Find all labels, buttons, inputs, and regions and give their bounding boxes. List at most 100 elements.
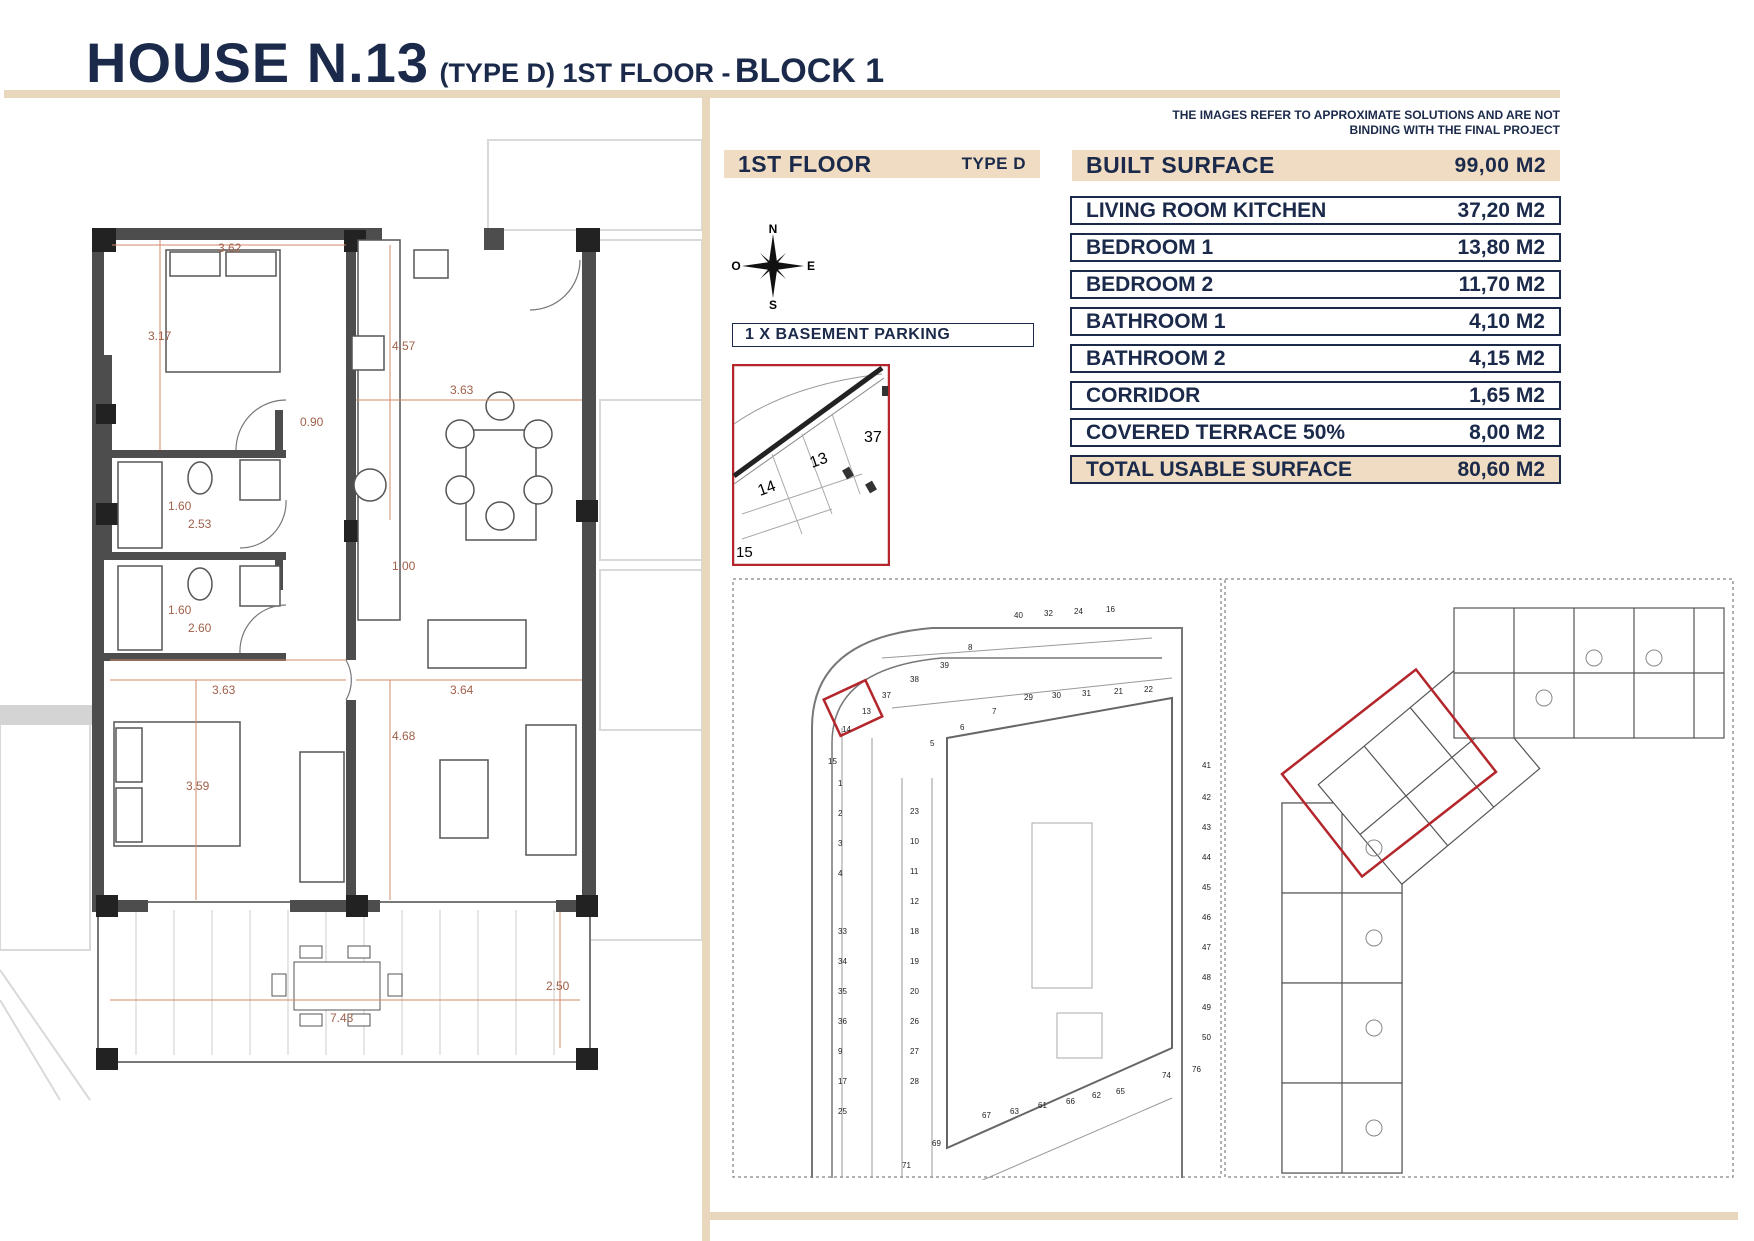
dim-label: 0.90 <box>300 415 324 429</box>
vertical-rule <box>702 98 710 1241</box>
svg-text:14: 14 <box>842 725 851 734</box>
svg-text:62: 62 <box>1092 1091 1101 1100</box>
svg-text:16: 16 <box>1106 605 1115 614</box>
surface-value: 4,15 M2 <box>1469 346 1545 370</box>
svg-text:4: 4 <box>838 869 843 878</box>
svg-text:27: 27 <box>910 1047 919 1056</box>
svg-text:39: 39 <box>940 661 949 670</box>
svg-text:3: 3 <box>838 839 843 848</box>
svg-text:47: 47 <box>1202 943 1211 952</box>
surface-row: COVERED TERRACE 50% 8,00 M2 <box>1070 418 1561 447</box>
svg-text:28: 28 <box>910 1077 919 1086</box>
svg-text:11: 11 <box>910 867 919 876</box>
svg-text:76: 76 <box>1192 1065 1201 1074</box>
svg-text:19: 19 <box>910 957 919 966</box>
svg-text:38: 38 <box>910 675 919 684</box>
svg-text:32: 32 <box>1044 609 1053 618</box>
svg-text:42: 42 <box>1202 793 1211 802</box>
dim-label: 2.50 <box>546 979 570 993</box>
compass-n: N <box>769 222 778 236</box>
dim-label: 3.62 <box>218 241 242 255</box>
parking-inset: 13 14 15 37 <box>732 364 890 566</box>
surface-label: LIVING ROOM KITCHEN <box>1086 198 1327 222</box>
svg-text:63: 63 <box>1010 1107 1019 1116</box>
svg-text:10: 10 <box>910 837 919 846</box>
apartment-floor-plan: 3.62 3.17 4.57 3.63 0.90 1.60 2.53 1.00 … <box>0 139 702 1101</box>
disclaimer-line-2: BINDING WITH THE FINAL PROJECT <box>1349 123 1560 137</box>
svg-text:6: 6 <box>960 723 965 732</box>
inset-spot-13: 13 <box>808 450 831 472</box>
title-type: (TYPE D) 1ST FLOOR - <box>439 58 731 88</box>
parking-label: 1 X BASEMENT PARKING <box>745 326 951 343</box>
svg-text:71: 71 <box>902 1161 911 1170</box>
svg-text:23: 23 <box>910 807 919 816</box>
svg-text:25: 25 <box>838 1107 847 1116</box>
built-surface-value: 99,00 M2 <box>1454 153 1546 177</box>
svg-text:26: 26 <box>910 1017 919 1026</box>
dim-label: 2.60 <box>188 621 212 635</box>
inset-spot-37: 37 <box>864 429 882 446</box>
svg-text:44: 44 <box>1202 853 1211 862</box>
svg-text:41: 41 <box>1202 761 1211 770</box>
surface-label: BEDROOM 2 <box>1086 272 1214 296</box>
surface-label: BATHROOM 2 <box>1086 346 1226 370</box>
total-surface-label: TOTAL USABLE SURFACE <box>1086 457 1353 481</box>
dim-label: 1.00 <box>392 559 416 573</box>
surface-value: 4,10 M2 <box>1469 309 1545 333</box>
svg-text:45: 45 <box>1202 883 1211 892</box>
inset-spot-15: 15 <box>736 544 753 561</box>
dim-label: 1.60 <box>168 499 192 513</box>
bottom-rule <box>710 1212 1738 1220</box>
surface-row: CORRIDOR 1,65 M2 <box>1070 381 1561 410</box>
disclaimer-line-1: THE IMAGES REFER TO APPROXIMATE SOLUTION… <box>1172 108 1560 122</box>
svg-text:18: 18 <box>910 927 919 936</box>
top-rule <box>4 90 1560 98</box>
compass-rose-icon: N E S O <box>731 222 815 310</box>
svg-text:36: 36 <box>838 1017 847 1026</box>
surface-value: 8,00 M2 <box>1469 420 1545 444</box>
dim-label: 2.53 <box>188 517 212 531</box>
dim-label: 7.43 <box>330 1011 354 1025</box>
disclaimer-note: THE IMAGES REFER TO APPROXIMATE SOLUTION… <box>1160 108 1560 138</box>
dim-label: 4.57 <box>392 339 416 353</box>
dim-label: 3.64 <box>450 683 474 697</box>
svg-text:13: 13 <box>862 707 871 716</box>
svg-text:21: 21 <box>1114 687 1123 696</box>
svg-text:30: 30 <box>1052 691 1061 700</box>
dim-label: 3.63 <box>450 383 474 397</box>
svg-text:67: 67 <box>982 1111 991 1120</box>
svg-text:37: 37 <box>882 691 891 700</box>
floor-label: 1ST FLOOR <box>738 150 872 177</box>
svg-text:46: 46 <box>1202 913 1211 922</box>
floor-header: 1ST FLOOR TYPE D <box>724 150 1040 178</box>
svg-text:43: 43 <box>1202 823 1211 832</box>
surface-value: 1,65 M2 <box>1469 383 1545 407</box>
surface-value: 37,20 M2 <box>1457 198 1545 222</box>
svg-text:50: 50 <box>1202 1033 1211 1042</box>
svg-text:22: 22 <box>1144 685 1153 694</box>
svg-text:65: 65 <box>1116 1087 1125 1096</box>
svg-text:40: 40 <box>1014 611 1023 620</box>
surface-row: BATHROOM 2 4,15 M2 <box>1070 344 1561 373</box>
svg-text:34: 34 <box>838 957 847 966</box>
surface-label: BEDROOM 1 <box>1086 235 1214 259</box>
dim-label: 3.17 <box>148 329 172 343</box>
svg-text:61: 61 <box>1038 1101 1047 1110</box>
svg-text:9: 9 <box>838 1047 843 1056</box>
surface-label: CORRIDOR <box>1086 383 1201 407</box>
svg-text:2: 2 <box>838 809 843 818</box>
block-site-plan <box>1224 578 1734 1178</box>
inset-spot-14: 14 <box>756 478 779 500</box>
compass-e: E <box>807 259 815 273</box>
surface-label: COVERED TERRACE 50% <box>1086 420 1346 444</box>
svg-text:20: 20 <box>910 987 919 996</box>
dim-label: 4.68 <box>392 729 416 743</box>
svg-text:33: 33 <box>838 927 847 936</box>
svg-text:24: 24 <box>1074 607 1083 616</box>
title-block: BLOCK 1 <box>734 52 885 90</box>
total-surface-value: 80,60 M2 <box>1457 457 1545 481</box>
